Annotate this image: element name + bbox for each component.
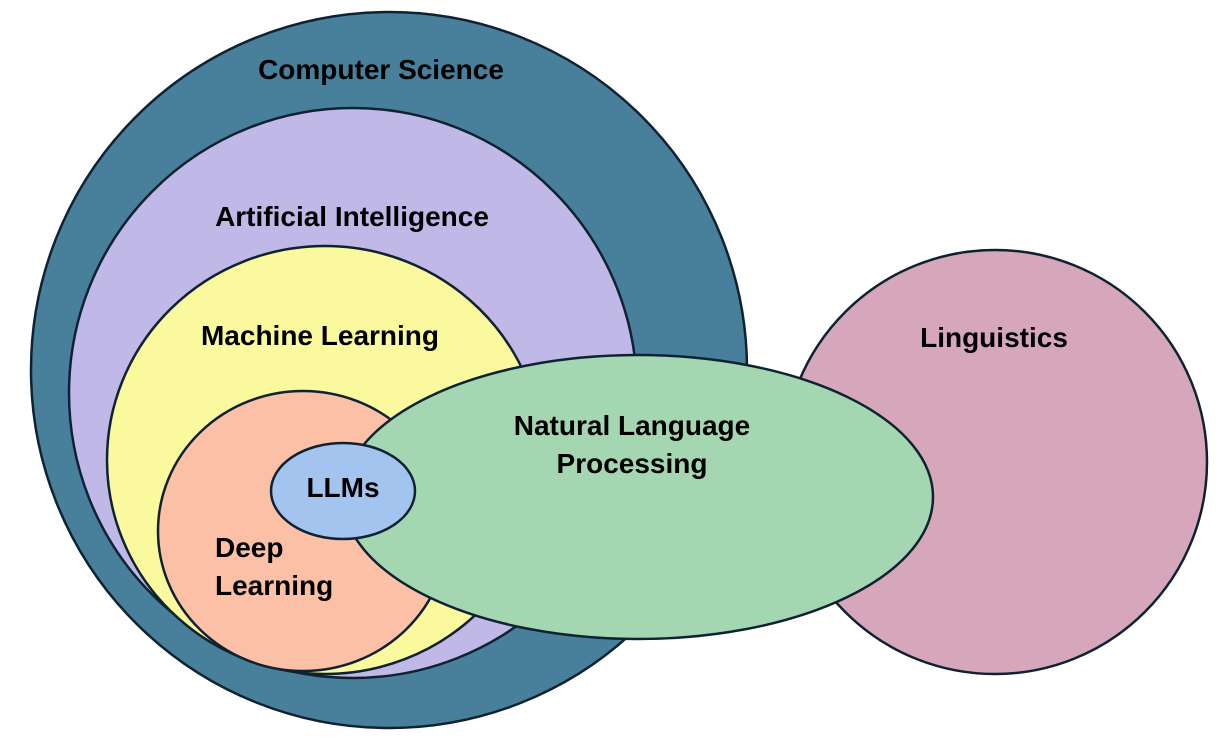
computer-science-label: Computer Science — [258, 54, 504, 85]
machine-learning-label: Machine Learning — [201, 320, 439, 351]
linguistics-label: Linguistics — [920, 322, 1068, 353]
deep-learning-label-line2: Learning — [215, 570, 333, 601]
llms-region — [269, 441, 417, 541]
nlp-label-line2: Processing — [557, 448, 708, 479]
nlp-region — [341, 353, 935, 641]
llms-label: LLMs — [306, 472, 379, 503]
nlp-label-line1: Natural Language — [514, 410, 750, 441]
deep-learning-label-line1: Deep — [215, 532, 283, 563]
artificial-intelligence-label: Artificial Intelligence — [215, 201, 489, 232]
